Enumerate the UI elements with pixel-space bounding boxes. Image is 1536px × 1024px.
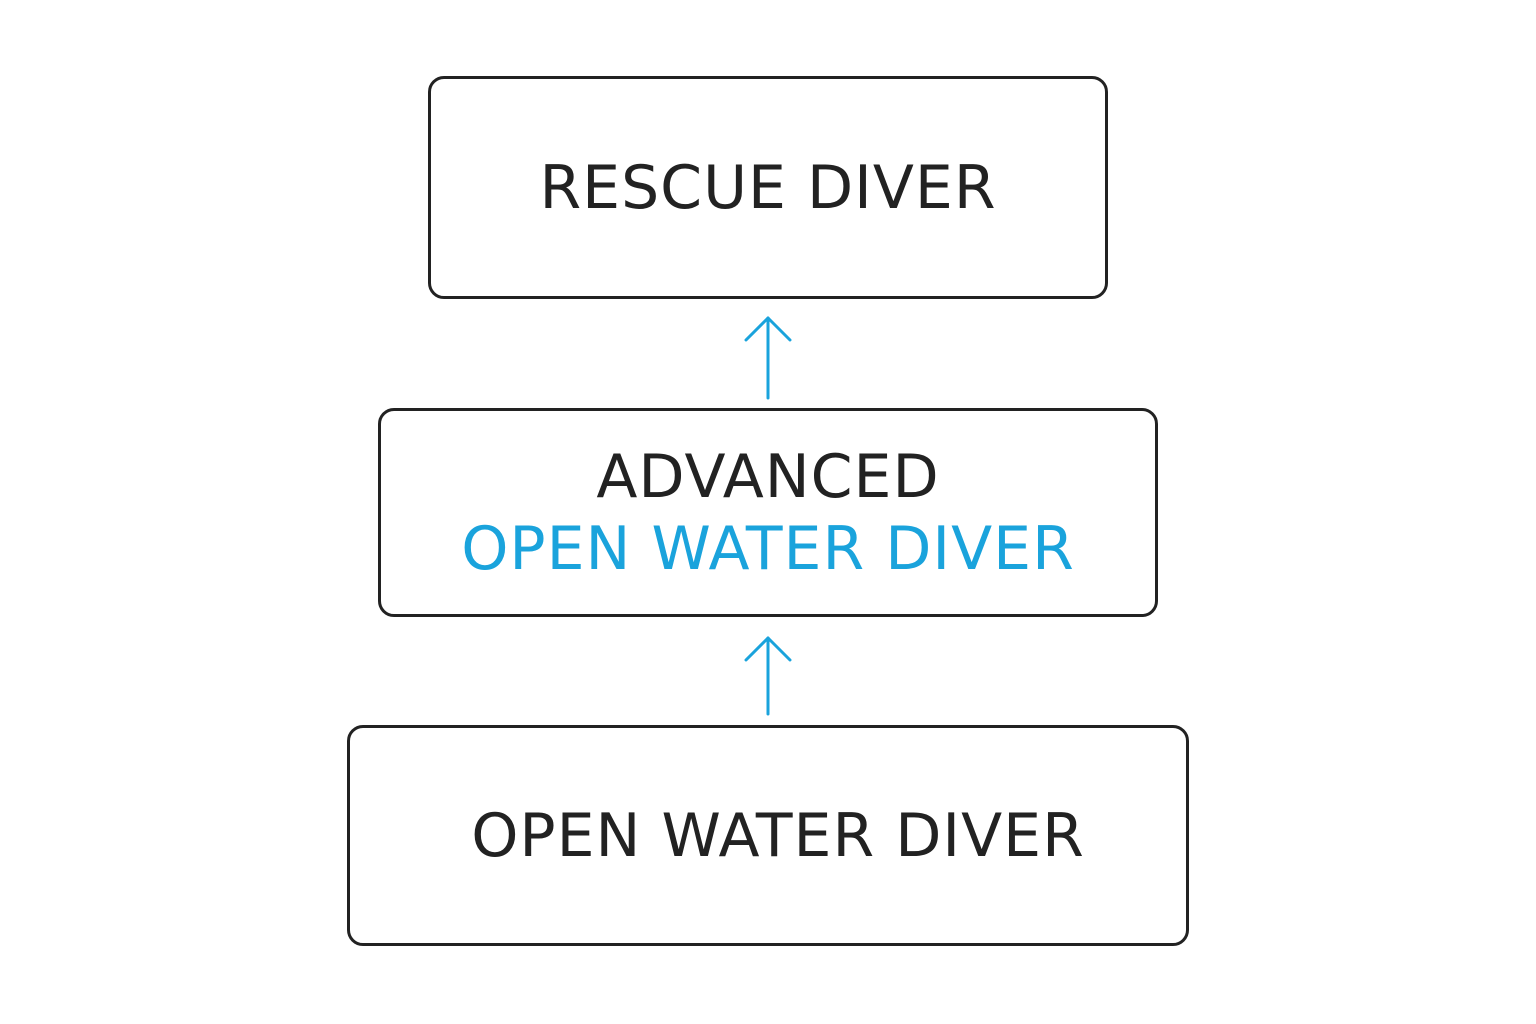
level-label-advanced: ADVANCED [596,441,940,512]
arrow-up-icon [744,316,792,400]
level-box-rescue-diver: RESCUE DIVER [428,76,1108,299]
level-box-advanced-open-water-diver: ADVANCED OPEN WATER DIVER [378,408,1158,617]
level-box-open-water-diver: OPEN WATER DIVER [347,725,1189,946]
arrow-up-icon [744,636,792,716]
level-label-open-water-diver: OPEN WATER DIVER [471,800,1085,871]
level-label-rescue-diver: RESCUE DIVER [539,152,997,223]
level-label-advanced-open-water-diver: OPEN WATER DIVER [461,513,1075,584]
